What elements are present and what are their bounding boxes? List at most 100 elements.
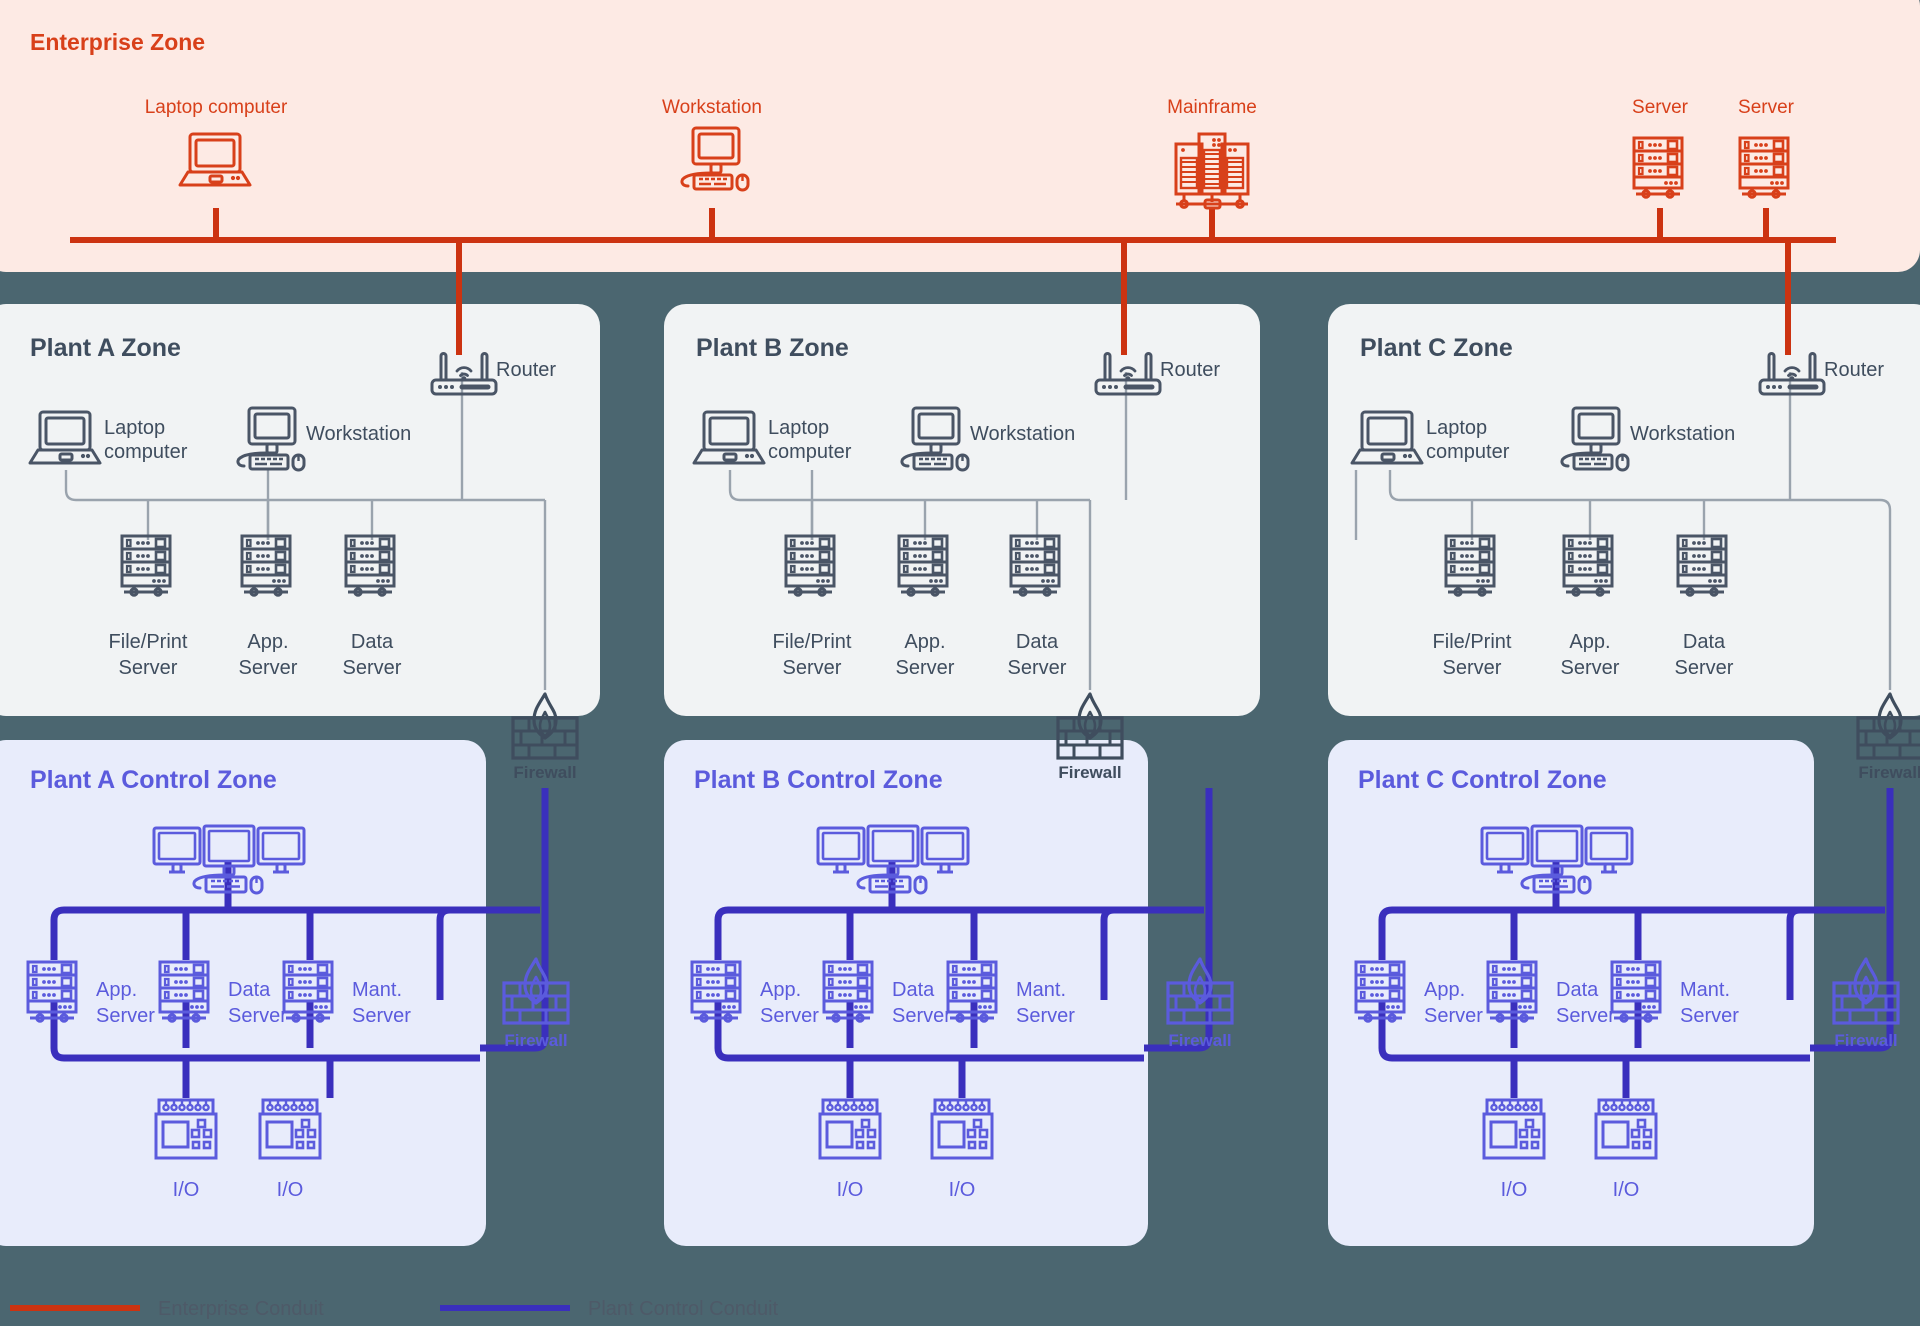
- server-label: Server: [760, 1005, 819, 1027]
- router-label: Router: [496, 359, 556, 381]
- plant-b-control-server-mant[interactable]: Mant. Server: [946, 960, 1075, 1027]
- plant-a-firewall[interactable]: Firewall: [511, 692, 579, 782]
- server-label: Server: [1424, 1005, 1483, 1027]
- plant-c-control-io-2[interactable]: I/O: [1594, 1098, 1658, 1201]
- plant-b-control-firewall[interactable]: Firewall: [1166, 957, 1234, 1050]
- plant-c-zone-title: Plant C Zone: [1360, 334, 1513, 362]
- server-label: App.: [760, 979, 801, 1001]
- plant-c-control-server-app[interactable]: App. Server: [1354, 960, 1483, 1027]
- legend-label-enterprise: Enterprise Conduit: [158, 1298, 324, 1320]
- server-label: Data: [1556, 979, 1599, 1001]
- server-label: Server: [96, 1005, 155, 1027]
- server-label: Server: [1556, 1005, 1615, 1027]
- plant-a-workstation[interactable]: Workstation: [236, 406, 411, 472]
- server-label: Server: [1443, 657, 1502, 679]
- server-label: Mant.: [352, 979, 402, 1001]
- server-label: File/Print: [1433, 631, 1512, 653]
- server-label: Data: [892, 979, 935, 1001]
- plant-b-workstation[interactable]: Workstation: [900, 406, 1075, 472]
- plant-b-control-server-data[interactable]: Data Server: [822, 960, 951, 1027]
- plant-a-control-zone-panel: [0, 740, 486, 1246]
- io-label: I/O: [1501, 1179, 1528, 1201]
- plant-a-server-app[interactable]: App. Server: [239, 534, 298, 679]
- plant-c-server-fileprint[interactable]: File/Print Server: [1433, 534, 1512, 679]
- plant-c-laptop[interactable]: Laptop computer: [1350, 410, 1510, 465]
- firewall-label: Firewall: [1058, 763, 1121, 782]
- server-label: Server: [1008, 657, 1067, 679]
- plant-c-control-zone-title: Plant C Control Zone: [1358, 766, 1607, 794]
- firewall-label: Firewall: [513, 763, 576, 782]
- plant-a-router[interactable]: Router: [430, 352, 556, 396]
- plant-a-zone-title: Plant A Zone: [30, 334, 181, 362]
- plant-c-control-zone-panel: [1328, 740, 1814, 1246]
- plant-c-firewall[interactable]: Firewall: [1856, 692, 1920, 782]
- server-label: Data: [228, 979, 271, 1001]
- plant-c-server-app[interactable]: App. Server: [1561, 534, 1620, 679]
- server-label: File/Print: [109, 631, 188, 653]
- io-label: I/O: [949, 1179, 976, 1201]
- server-label: Server: [783, 657, 842, 679]
- plant-b-zone-panel: [664, 304, 1260, 716]
- server-label: Server: [896, 657, 955, 679]
- plant-b-control-io-1[interactable]: I/O: [818, 1098, 882, 1201]
- router-label: Router: [1160, 359, 1220, 381]
- plant-b-zone-title: Plant B Zone: [696, 334, 849, 362]
- server-label: Server: [1561, 657, 1620, 679]
- plant-a-control-server-mant[interactable]: Mant. Server: [282, 960, 411, 1027]
- server-label: Mant.: [1016, 979, 1066, 1001]
- server-label: Mant.: [1680, 979, 1730, 1001]
- enterprise-device-laptop[interactable]: Laptop computer: [145, 97, 288, 187]
- server-label: App.: [1569, 631, 1610, 653]
- device-label: Laptop: [768, 417, 829, 439]
- plant-c-control-server-mant[interactable]: Mant. Server: [1610, 960, 1739, 1027]
- plant-b-control-zone-title: Plant B Control Zone: [694, 766, 943, 794]
- enterprise-device-server-1[interactable]: Server: [1632, 97, 1689, 199]
- device-label: Workstation: [306, 423, 411, 445]
- enterprise-device-label: Server: [1632, 97, 1689, 118]
- legend: Enterprise Conduit Plant Control Conduit: [10, 1298, 779, 1320]
- plant-b-control-server-app[interactable]: App. Server: [690, 960, 819, 1027]
- plant-c-workstation[interactable]: Workstation: [1560, 406, 1735, 472]
- enterprise-device-label: Laptop computer: [145, 97, 288, 118]
- enterprise-zone-panel: [0, 0, 1920, 272]
- plant-a-control-io-1[interactable]: I/O: [154, 1098, 218, 1201]
- plant-a-control-io-2[interactable]: I/O: [258, 1098, 322, 1201]
- device-label: computer: [768, 441, 852, 463]
- server-label: Server: [119, 657, 178, 679]
- plant-b-router[interactable]: Router: [1094, 352, 1220, 396]
- plant-a-control-server-data[interactable]: Data Server: [158, 960, 287, 1027]
- plant-b-control-zone-panel: [664, 740, 1148, 1246]
- plant-a-laptop[interactable]: Laptop computer: [28, 410, 188, 465]
- plant-b-server-fileprint[interactable]: File/Print Server: [773, 534, 852, 679]
- plant-a-server-data[interactable]: Data Server: [343, 534, 402, 679]
- server-label: App.: [904, 631, 945, 653]
- plant-b-server-data[interactable]: Data Server: [1008, 534, 1067, 679]
- enterprise-device-label: Mainframe: [1167, 97, 1257, 118]
- plant-c-control-firewall[interactable]: Firewall: [1832, 957, 1900, 1050]
- plant-b-laptop[interactable]: Laptop computer: [692, 410, 852, 465]
- plant-c-router[interactable]: Router: [1758, 352, 1884, 396]
- server-label: App.: [96, 979, 137, 1001]
- server-label: Server: [239, 657, 298, 679]
- plant-c-control-io-1[interactable]: I/O: [1482, 1098, 1546, 1201]
- plant-c-server-data[interactable]: Data Server: [1675, 534, 1734, 679]
- plant-b-control-io-2[interactable]: I/O: [930, 1098, 994, 1201]
- plant-a-server-fileprint[interactable]: File/Print Server: [109, 534, 188, 679]
- plant-a-control-server-app[interactable]: App. Server: [26, 960, 155, 1027]
- legend-label-control: Plant Control Conduit: [588, 1298, 779, 1320]
- plant-b-firewall[interactable]: Firewall: [1056, 692, 1124, 782]
- device-label: computer: [104, 441, 188, 463]
- plant-b-server-app[interactable]: App. Server: [896, 534, 955, 679]
- server-label: Server: [352, 1005, 411, 1027]
- enterprise-device-workstation[interactable]: Workstation: [662, 97, 762, 192]
- plant-a-control-firewall[interactable]: Firewall: [502, 957, 570, 1050]
- plant-c-control-server-data[interactable]: Data Server: [1486, 960, 1615, 1027]
- plant-c-zone-panel: [1328, 304, 1920, 716]
- enterprise-device-server-2[interactable]: Server: [1738, 97, 1795, 199]
- device-label: Laptop: [104, 417, 165, 439]
- enterprise-device-mainframe[interactable]: Mainframe: [1167, 97, 1257, 210]
- server-label: File/Print: [773, 631, 852, 653]
- server-label: App.: [247, 631, 288, 653]
- plant-a-zone-panel: [0, 304, 600, 716]
